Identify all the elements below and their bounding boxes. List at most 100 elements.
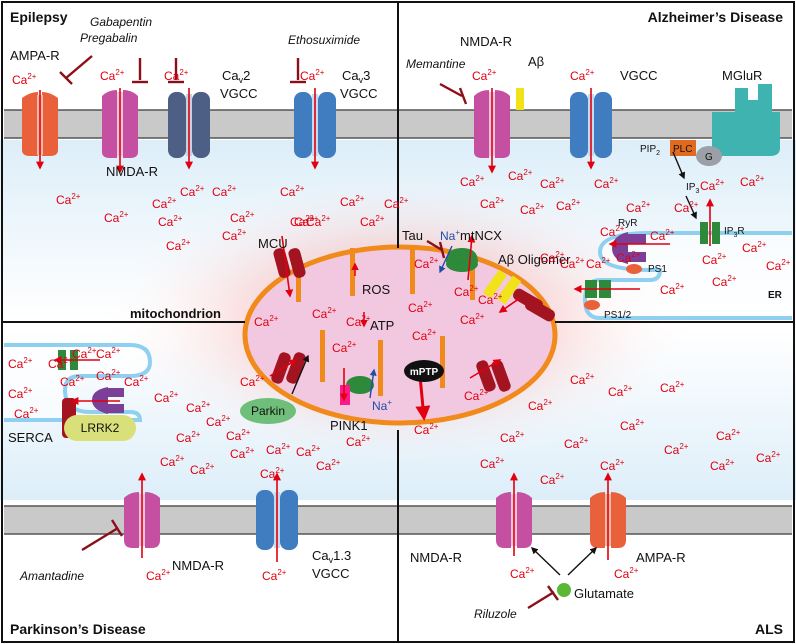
lrrk2-protein xyxy=(64,415,136,441)
calcium-ion-label: Ca2+ xyxy=(740,174,765,189)
calcium-ion-label: Ca2+ xyxy=(12,72,37,87)
calcium-ion-label: Ca2+ xyxy=(280,184,305,199)
label-na-mtncx: Na+ xyxy=(440,228,460,243)
mptp-channel xyxy=(476,360,511,392)
parkin-protein xyxy=(240,398,296,424)
mitochondrion xyxy=(242,244,558,426)
calcium-ion-label: Ca2+ xyxy=(166,238,191,253)
label-pip2: PIP2 xyxy=(640,144,660,157)
drug-ethosuximide: Ethosuximide xyxy=(288,33,360,47)
calcium-ion-label: Ca2+ xyxy=(600,458,625,473)
calcium-ion-label: Ca2+ xyxy=(564,436,589,451)
calcium-ion-label: Ca2+ xyxy=(660,282,685,297)
label-g-protein: G xyxy=(705,152,713,163)
calcium-ion-label: Ca2+ xyxy=(570,68,595,83)
calcium-ion-label: Ca2+ xyxy=(222,228,247,243)
calcium-ion-label: Ca2+ xyxy=(472,68,497,83)
calcium-ion-label: Ca2+ xyxy=(72,346,97,361)
drug-memantine: Memantine xyxy=(406,57,466,71)
sodium-arrows xyxy=(369,245,453,399)
calcium-ion-label: Ca2+ xyxy=(180,184,205,199)
calcium-ion-label: Ca2+ xyxy=(710,458,735,473)
calcium-ion-label: Ca2+ xyxy=(480,196,505,211)
label-er: ER xyxy=(768,290,783,301)
drug-gabapentin: Gabapentin xyxy=(90,15,152,29)
calcium-ion-label: Ca2+ xyxy=(660,380,685,395)
label-ampa-als: AMPA-R xyxy=(636,550,686,565)
calcium-ion-label: Ca2+ xyxy=(260,466,285,481)
label-plc: PLC xyxy=(673,144,692,155)
calcium-ion-label: Ca2+ xyxy=(408,300,433,315)
calcium-ion-label: Ca2+ xyxy=(124,374,149,389)
calcium-ion-label: Ca2+ xyxy=(412,328,437,343)
title-epilepsy: Epilepsy xyxy=(10,9,68,25)
calcium-ion-label: Ca2+ xyxy=(528,398,553,413)
mptp-pore xyxy=(404,360,444,382)
label-cav3-vgcc: VGCC xyxy=(340,86,378,101)
calcium-ion-label: Ca2+ xyxy=(300,68,325,83)
calcium-ion-labels: Ca2+ Ca2+ Ca2+ Ca2+ Ca2+ Ca2+ Ca2+ Ca2+ Ca2+ Ca2+… xyxy=(8,68,791,583)
ps12-mito-channel xyxy=(512,288,556,322)
label-nmda-parkinsons: NMDA-R xyxy=(172,558,224,573)
calcium-ion-label: Ca2+ xyxy=(478,292,503,307)
label-ps1: PS1 xyxy=(648,264,667,275)
calcium-ion-label: Ca2+ xyxy=(152,196,177,211)
calcium-ion-label: Ca2+ xyxy=(460,174,485,189)
label-cav2: Cav2 xyxy=(222,68,250,85)
label-parkin: Parkin xyxy=(251,404,285,418)
mglur-receptor xyxy=(712,84,780,156)
label-abeta-oligomer: Aβ Oligomer xyxy=(498,252,571,267)
calcium-ion-label: Ca2+ xyxy=(294,214,319,229)
mptp-release-arrow xyxy=(415,375,431,421)
calcium-ion-label: Ca2+ xyxy=(146,568,171,583)
calcium-ion-label: Ca2+ xyxy=(312,306,337,321)
label-vgcc-alzheimers: VGCC xyxy=(620,68,658,83)
calcium-ion-label: Ca2+ xyxy=(540,472,565,487)
calcium-ion-label: Ca2+ xyxy=(154,390,179,405)
drug-riluzole: Riluzole xyxy=(474,607,517,621)
abeta-peptide xyxy=(516,88,524,110)
calcium-ion-label: Ca2+ xyxy=(600,224,625,239)
calcium-ion-label: Ca2+ xyxy=(700,178,725,193)
label-cav2-vgcc: VGCC xyxy=(220,86,258,101)
calcium-ion-label: Ca2+ xyxy=(8,356,33,371)
calcium-ion-label: Ca2+ xyxy=(346,314,371,329)
label-mptp: mPTP xyxy=(410,367,439,378)
calcium-ion-label: Ca2+ xyxy=(160,454,185,469)
label-ryr: RyR xyxy=(618,218,637,229)
title-als: ALS xyxy=(755,621,783,637)
calcium-ion-label: Ca2+ xyxy=(454,284,479,299)
calcium-ion-label: Ca2+ xyxy=(164,68,189,83)
calcium-ion-label: Ca2+ xyxy=(296,444,321,459)
signaling-arrows xyxy=(291,151,697,576)
label-serca: SERCA xyxy=(8,430,53,445)
label-lrrk2: LRRK2 xyxy=(81,421,120,435)
calcium-ion-label: Ca2+ xyxy=(230,446,255,461)
calcium-ion-label: Ca2+ xyxy=(262,568,287,583)
calcium-ion-label: Ca2+ xyxy=(186,400,211,415)
calcium-ion-label: Ca2+ xyxy=(254,314,279,329)
calcium-ion-label: Ca2+ xyxy=(176,430,201,445)
calcium-ion-label: Ca2+ xyxy=(190,462,215,477)
label-abeta: Aβ xyxy=(528,54,544,69)
label-ampa-epilepsy: AMPA-R xyxy=(10,48,60,63)
calcium-ion-label: Ca2+ xyxy=(716,428,741,443)
calcium-ion-label: Ca2+ xyxy=(540,176,565,191)
calcium-ion-label: Ca2+ xyxy=(614,566,639,581)
label-cav3: Cav3 xyxy=(342,68,370,85)
label-ps12: PS1/2 xyxy=(604,310,632,321)
drug-pregabalin: Pregabalin xyxy=(80,31,138,45)
calcium-ion-label: Ca2+ xyxy=(500,430,525,445)
label-tau: Tau xyxy=(402,228,423,243)
calcium-ion-label: Ca2+ xyxy=(266,442,291,457)
calcium-ion-label: Ca2+ xyxy=(556,198,581,213)
calcium-ion-label: Ca2+ xyxy=(702,252,727,267)
label-atp: ATP xyxy=(370,318,394,333)
label-nmda-epilepsy: NMDA-R xyxy=(106,164,158,179)
glutamate-molecule xyxy=(557,583,571,597)
label-ip3: IP3 xyxy=(686,182,699,195)
calcium-ion-label: Ca2+ xyxy=(766,258,791,273)
inhibition-bars xyxy=(59,55,559,610)
calcium-ion-label: Ca2+ xyxy=(460,312,485,327)
